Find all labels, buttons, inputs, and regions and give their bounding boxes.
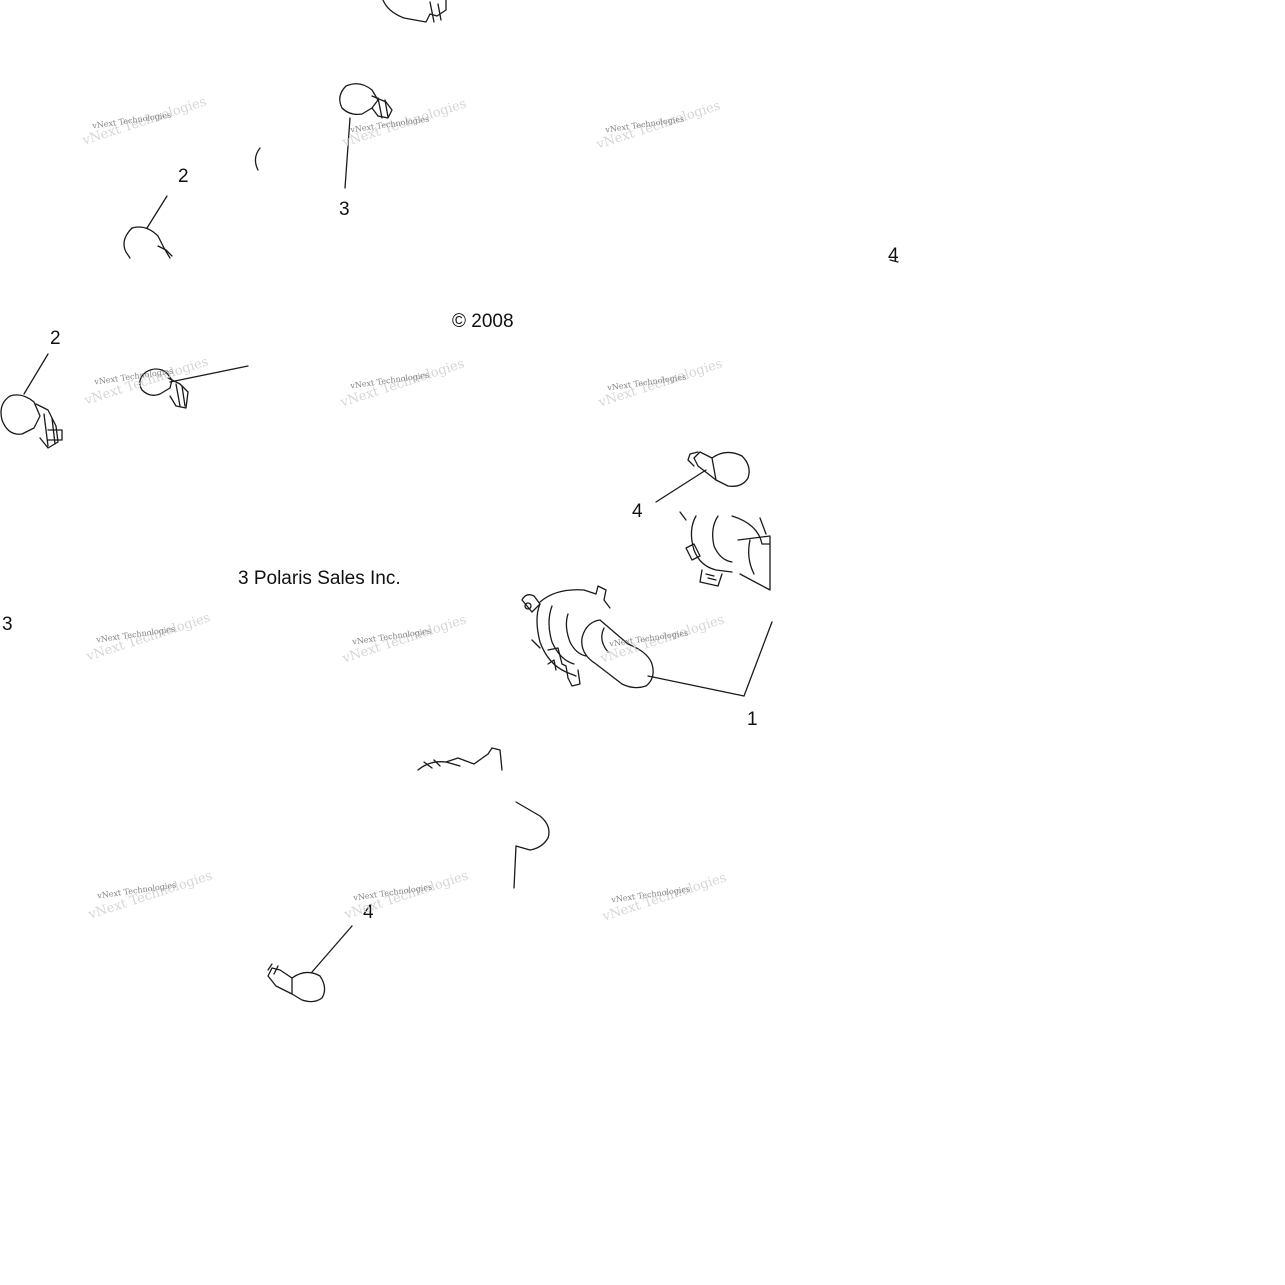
headlight-bulb-center (521, 585, 773, 697)
callout-1: 1 (747, 709, 758, 730)
copyright-year: © 2008 (452, 311, 514, 332)
callout-4-upper: 4 (632, 501, 643, 522)
callout-4-cut: 4 (888, 245, 899, 266)
wedge-bulb-2-lower (0, 353, 63, 449)
wedge-bulb-3-top (339, 83, 393, 189)
round-bulb-4-upper (655, 451, 750, 503)
callout-4-lower: 4 (363, 902, 374, 923)
callout-3-top: 3 (339, 199, 350, 220)
bulb-top-partial (382, 0, 447, 23)
wedge-bulb-center-left (139, 365, 249, 409)
arc-fragment (254, 147, 261, 171)
round-bulb-4-lower (267, 925, 353, 1003)
callout-3-left: 3 (2, 614, 13, 635)
callout-2-lower: 2 (50, 328, 61, 349)
stray-mark (889, 259, 899, 263)
copyright-company: 3 Polaris Sales Inc. (238, 568, 401, 589)
headlight-bulb-upper (679, 511, 771, 591)
callout-2-upper: 2 (178, 166, 189, 187)
headlight-bulb-lower (417, 747, 550, 889)
wedge-bulb-2-upper (123, 195, 173, 259)
